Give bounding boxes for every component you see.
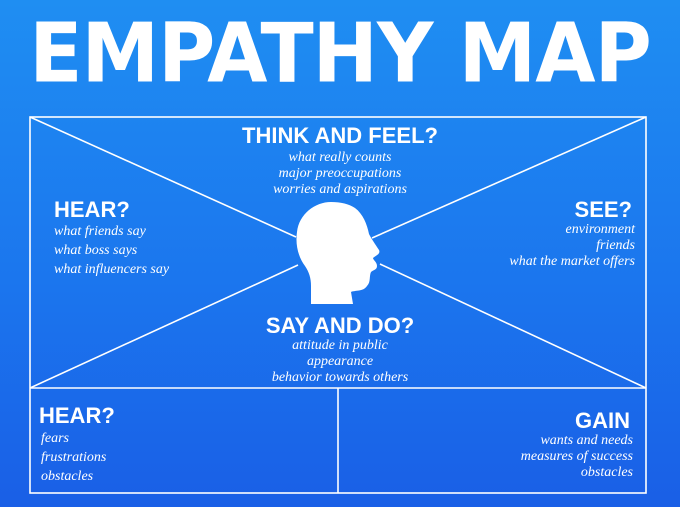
hear-items: what friends say what boss says what inf… xyxy=(54,222,169,279)
hear-title: HEAR? xyxy=(54,197,130,222)
list-item: wants and needs xyxy=(540,433,633,448)
gain-items: wants and needs measures of success obst… xyxy=(440,433,633,481)
list-item: behavior towards others xyxy=(271,370,409,385)
list-item: obstacles xyxy=(580,465,633,480)
head-profile-icon xyxy=(296,202,380,304)
page-title: EMPATHY MAP xyxy=(29,6,652,102)
list-item: measures of success xyxy=(520,449,633,464)
list-item: obstacles xyxy=(41,469,94,484)
diagonal-top-left xyxy=(29,116,297,238)
diagonal-top-right xyxy=(371,116,647,239)
list-item: environment xyxy=(565,222,635,237)
list-item: major preoccupations xyxy=(278,166,402,181)
list-item: friends xyxy=(596,238,635,253)
list-item: what the market offers xyxy=(509,254,635,269)
think-feel-title: THINK AND FEEL? xyxy=(242,123,438,148)
see-title: SEE? xyxy=(574,197,632,222)
list-item: what really counts xyxy=(288,150,392,165)
gain-title: GAIN xyxy=(575,408,630,433)
say-do-title: SAY AND DO? xyxy=(265,313,415,338)
list-item: appearance xyxy=(306,354,374,369)
pain-title: HEAR? xyxy=(39,403,115,428)
list-item: what friends say xyxy=(54,224,146,239)
list-item: what boss says xyxy=(54,243,138,258)
list-item: what influencers say xyxy=(54,262,170,277)
list-item: attitude in public xyxy=(292,338,388,353)
diagonal-bottom-right xyxy=(379,263,647,389)
pain-items: fears frustrations obstacles xyxy=(41,429,106,486)
think-feel-items: what really counts major preoccupations … xyxy=(190,150,490,198)
list-item: frustrations xyxy=(41,450,107,465)
list-item: fears xyxy=(41,431,69,446)
say-do-items: attitude in public appearance behavior t… xyxy=(190,338,490,386)
list-item: worries and aspirations xyxy=(273,182,407,197)
see-items: environment friends what the market offe… xyxy=(430,222,635,270)
diagonal-bottom-left xyxy=(29,264,299,389)
